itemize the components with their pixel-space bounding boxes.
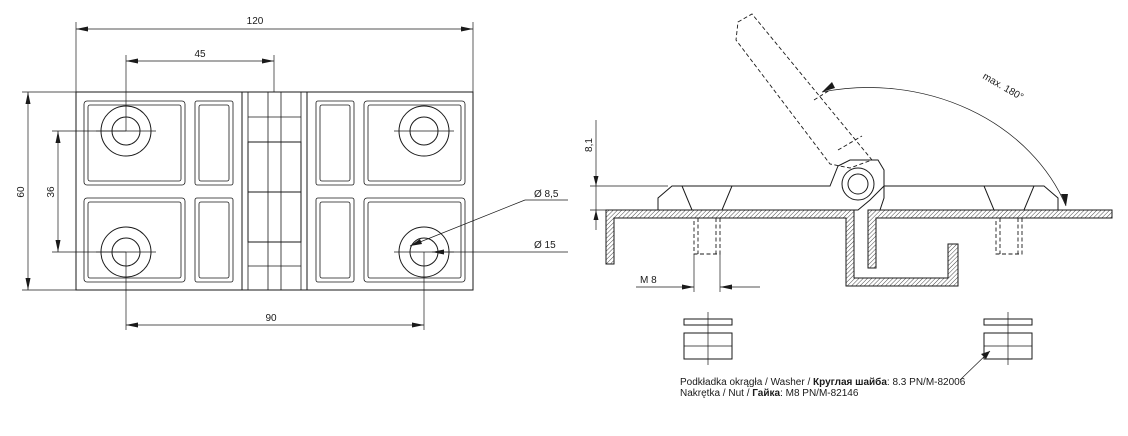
note-washer: Podkładka okrągła / Washer / Круглая шай… <box>680 376 966 388</box>
dim-45-label: 45 <box>194 49 206 60</box>
side-left-leaf <box>657 159 885 211</box>
parts-leader <box>959 350 991 381</box>
max-angle-label: max. 180° <box>981 71 1026 103</box>
side-right-leaf <box>879 185 1059 211</box>
hinge-pin <box>847 173 869 195</box>
dim-120-label: 120 <box>247 16 264 27</box>
left-leaf <box>75 91 243 291</box>
dim-90-label: 90 <box>265 313 277 324</box>
right-leaf-pockets <box>315 100 466 283</box>
left-leaf-pockets <box>83 100 234 283</box>
dimension-overall-height: 60 <box>16 91 76 291</box>
dimension-thread: M 8 <box>636 254 760 292</box>
dim-60-label: 60 <box>16 186 27 198</box>
leader-bore-diameter: Ø 8,5 <box>409 189 568 247</box>
dimension-hole-offset: 45 <box>125 49 275 131</box>
leader-counterbore-diameter: Ø 15 <box>432 240 568 255</box>
knuckle <box>241 91 308 291</box>
washer-left <box>683 312 733 365</box>
dimension-hole-horizontal: 90 <box>125 252 425 330</box>
dim-36-label: 36 <box>46 186 57 198</box>
leaf-thickness-label: 8,1 <box>584 138 595 152</box>
thread-label: M 8 <box>640 275 657 286</box>
note-nut: Nakrętka / Nut / Гайка: M8 PN/M-82146 <box>680 388 859 399</box>
front-view: 120 45 60 36 <box>16 16 568 330</box>
hinge-knuckle <box>841 167 875 201</box>
stud-right <box>995 217 1023 255</box>
side-view: 8,1 max. 180° <box>584 13 1113 399</box>
screw-head-right <box>983 185 1035 211</box>
dimension-hole-vertical: 36 <box>46 130 126 253</box>
dimension-overall-width: 120 <box>75 16 474 92</box>
counterbore-diameter-label: Ø 15 <box>534 240 556 251</box>
mounting-plate <box>605 209 1113 287</box>
stud-left <box>693 217 721 255</box>
dimension-leaf-thickness: 8,1 <box>584 120 668 230</box>
nut-right <box>983 332 1033 360</box>
bore-diameter-label: Ø 8,5 <box>534 189 559 200</box>
screw-head-left <box>681 185 733 211</box>
open-leaf-outline <box>735 13 873 169</box>
washer-right <box>983 312 1033 365</box>
nut-left <box>683 332 733 360</box>
